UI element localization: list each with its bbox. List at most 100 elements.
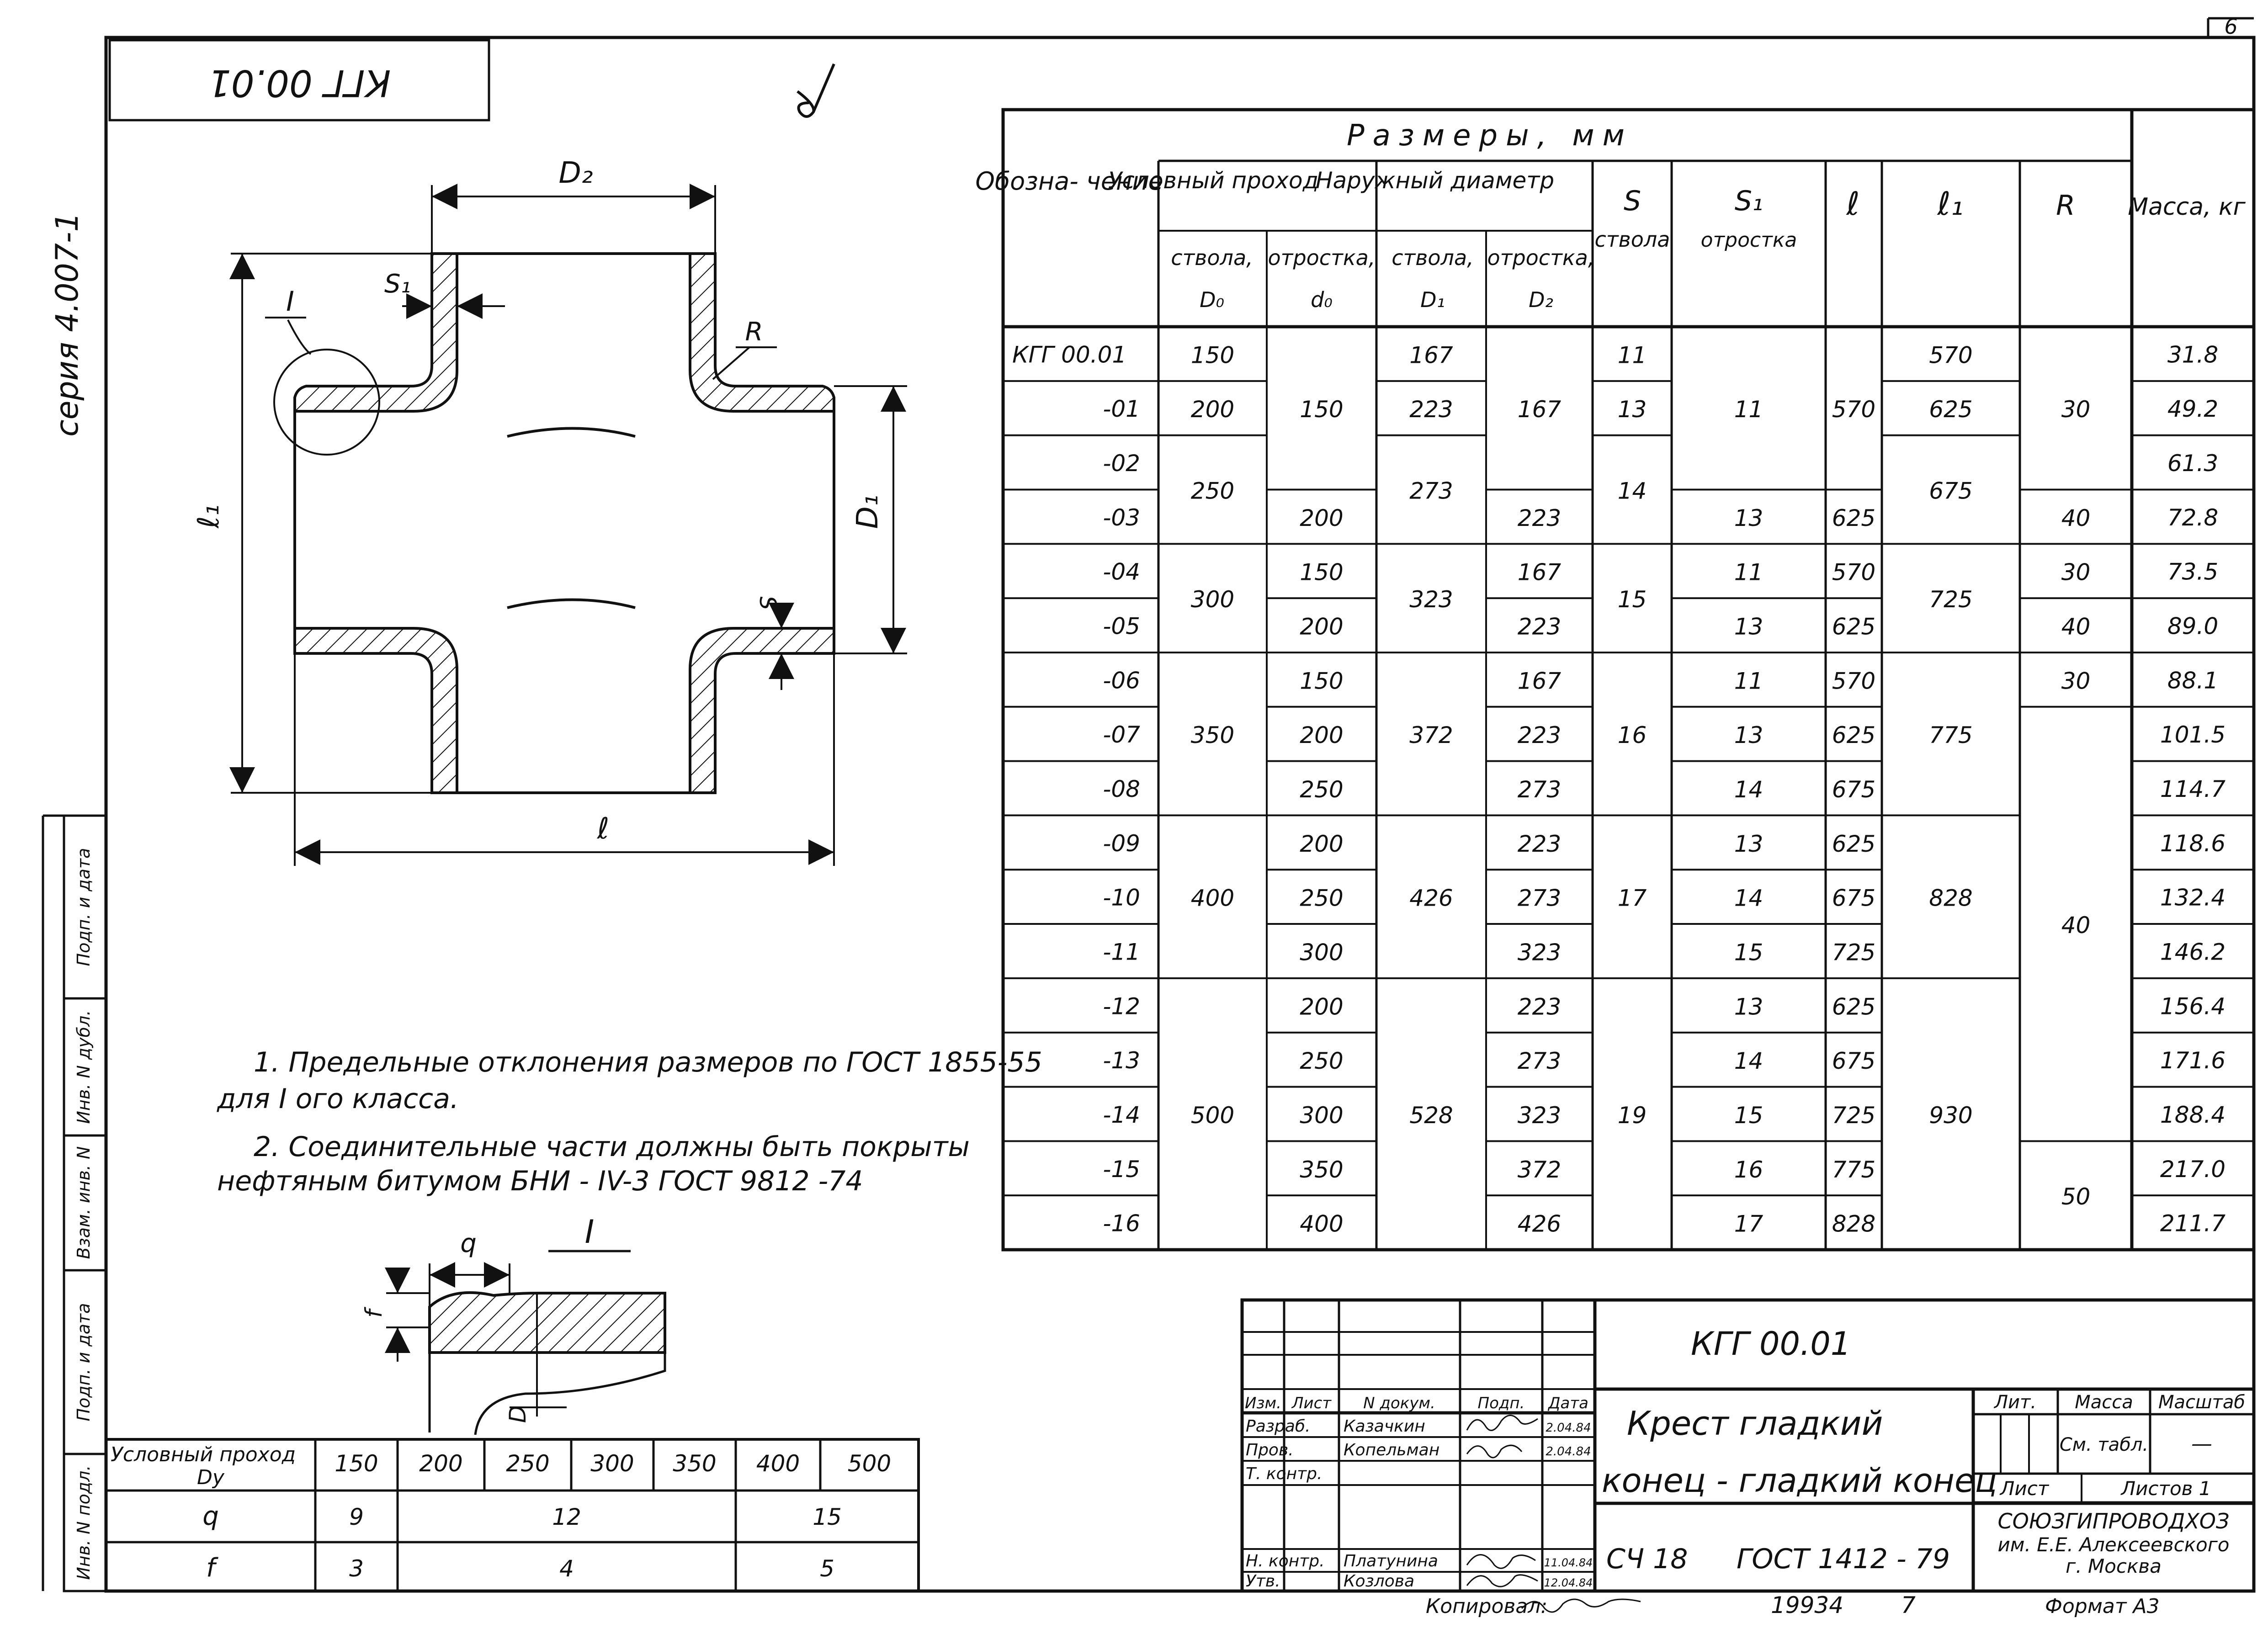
D1-cell: 426 — [1409, 885, 1453, 912]
designation-cell: -07 — [1103, 722, 1140, 748]
S1-cell: 11 — [1734, 668, 1763, 694]
wall-bottom-left — [293, 627, 458, 794]
D2-cell: 167 — [1518, 559, 1562, 586]
small-table-f-value: 5 — [820, 1555, 834, 1582]
mass-cell: 132.4 — [2160, 885, 2226, 911]
small-table-value: 150 — [335, 1450, 378, 1477]
small-table-value: 200 — [419, 1450, 462, 1477]
D2-cell: 167 — [1518, 668, 1562, 694]
R-cell: 40 — [2061, 912, 2091, 939]
S-cell: 13 — [1618, 396, 1647, 423]
designation-cell: -02 — [1103, 450, 1140, 477]
l-cell: 570 — [1832, 559, 1875, 586]
header-r: R — [2056, 190, 2075, 222]
header-branch-2: отростка, — [1487, 245, 1595, 270]
S1-cell: 14 — [1734, 1048, 1763, 1074]
note-1-line-2: для I ого класса. — [217, 1083, 459, 1115]
small-table-q-value: 9 — [349, 1504, 364, 1530]
dim-l1: ℓ₁ — [192, 504, 226, 529]
header-mass: Масса, кг — [2128, 193, 2246, 221]
side-label-2: Инв. N дубл. — [74, 1010, 94, 1124]
small-table-value: 400 — [756, 1450, 800, 1477]
D2-cell: 223 — [1518, 614, 1561, 640]
l-cell: 675 — [1832, 1048, 1875, 1074]
d0-cell: 200 — [1300, 505, 1343, 531]
detail-mark-I: I — [286, 286, 294, 318]
S1-cell: 14 — [1734, 885, 1763, 912]
detail-I-figure: I q f D — [361, 1213, 666, 1435]
note-2-line-1: 2. Соединительные части должны быть покр… — [254, 1131, 970, 1163]
dim-D2: D₂ — [559, 156, 593, 190]
S1-cell: 13 — [1734, 831, 1763, 857]
series-label: серия 4.007-1 — [49, 212, 85, 437]
R-cell: 40 — [2061, 505, 2091, 531]
D2-cell: 273 — [1518, 776, 1561, 803]
l1-cell: 625 — [1929, 396, 1972, 423]
stamp-code: КГГ 00.01 — [208, 62, 391, 104]
S1-cell: 15 — [1734, 1102, 1763, 1129]
l-cell: 725 — [1832, 1102, 1875, 1129]
mass-cell: 188.4 — [2160, 1102, 2226, 1128]
mass-cell: 89.0 — [2167, 613, 2218, 640]
D0-cell: 200 — [1191, 396, 1234, 423]
date-ncontrol: 11.04.84 — [1544, 1556, 1593, 1569]
R-cell: 40 — [2061, 614, 2091, 640]
S-cell: 11 — [1618, 342, 1647, 368]
detail-q: q — [460, 1229, 477, 1258]
designation-cell: -11 — [1103, 939, 1140, 965]
small-table-f-label: f — [206, 1553, 218, 1583]
footer-format: Формат А3 — [2045, 1595, 2160, 1618]
tb-sheets: Листов 1 — [2120, 1477, 2211, 1500]
date-developer: 2.04.84 — [1546, 1421, 1591, 1435]
role-ncontrol: Н. контр. — [1246, 1552, 1325, 1570]
dim-S1: S₁ — [384, 269, 411, 299]
l-cell: 675 — [1832, 885, 1875, 912]
header-D1: D₁ — [1420, 287, 1445, 312]
designation-cell: -03 — [1103, 504, 1140, 531]
designation-cell: -12 — [1103, 993, 1140, 1019]
header-l: ℓ — [1846, 185, 1860, 223]
note-2-line-2: нефтяным битумом БНИ - IV-3 ГОСТ 9812 -7… — [217, 1165, 863, 1197]
header-barrel-1: ствола, — [1171, 245, 1253, 270]
l1-cell: 775 — [1929, 722, 1972, 748]
l-cell: 625 — [1832, 505, 1875, 531]
signature-checker — [1466, 1444, 1523, 1459]
footer-copied-signature — [1521, 1598, 1641, 1613]
designation-cell: -05 — [1103, 613, 1140, 640]
mass-cell: 72.8 — [2167, 504, 2218, 531]
header-s: S — [1624, 185, 1641, 217]
d0-cell: 150 — [1300, 559, 1343, 586]
mass-cell: 146.2 — [2160, 939, 2226, 965]
small-table-header: Условный проход — [111, 1443, 296, 1466]
col-change: Изм. — [1245, 1394, 1281, 1412]
table-outline — [1001, 108, 2256, 1252]
D1-cell: 372 — [1409, 722, 1453, 748]
l-cell: 775 — [1832, 1157, 1875, 1183]
signature-ncontrol — [1466, 1554, 1536, 1569]
D2-cell: 223 — [1518, 993, 1561, 1020]
l1-cell: 725 — [1929, 586, 1972, 613]
D2-cell: 167 — [1518, 396, 1562, 423]
l1-cell: 930 — [1929, 1102, 1972, 1129]
stamp-box: КГГ 00.01 — [108, 39, 490, 122]
check-mark-icon — [797, 63, 835, 118]
d0-cell: 200 — [1300, 993, 1343, 1020]
small-table-f-value: 4 — [559, 1555, 574, 1582]
mass-cell: 101.5 — [2160, 722, 2226, 748]
d0-cell: 350 — [1300, 1157, 1343, 1183]
col-doc: N докум. — [1363, 1394, 1435, 1412]
designation-cell: -08 — [1103, 776, 1140, 802]
D1-cell: 273 — [1409, 477, 1453, 504]
d0-cell: 150 — [1300, 668, 1343, 694]
header-D2: D₂ — [1529, 287, 1553, 312]
tb-scale: Масштаб — [2158, 1392, 2245, 1413]
designation-cell: КГГ 00.01 — [1012, 341, 1126, 368]
name-checker: Копельман — [1344, 1441, 1439, 1459]
l-cell: 625 — [1832, 993, 1875, 1020]
detail-D: D — [505, 1406, 531, 1423]
D1-cell: 528 — [1409, 1102, 1453, 1129]
title-block: Изм. Лист N докум. Подп. Дата Разраб. Ка… — [1240, 1298, 2256, 1593]
tb-lit: Лит. — [1993, 1392, 2036, 1413]
